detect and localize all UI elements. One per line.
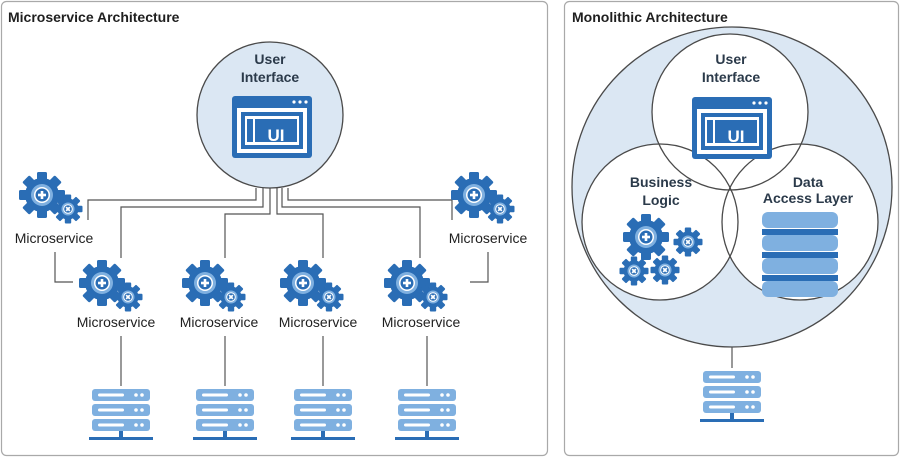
ui-badge-text: UI	[268, 126, 285, 145]
panel-title: Monolithic Architecture	[572, 9, 728, 25]
microservice-label: Microservice	[77, 314, 156, 330]
microservice-node-top-left: Microservice	[15, 172, 94, 246]
microservice-node-3: Microservice	[279, 260, 358, 330]
ui-node-label-line1: User	[254, 51, 286, 67]
microservice-node-4: Microservice	[382, 260, 461, 330]
ui-layer-label-line2: Interface	[702, 69, 761, 85]
business-logic-label-line1: Business	[630, 174, 692, 190]
business-logic-layer	[581, 143, 739, 301]
microservice-label: Microservice	[15, 230, 94, 246]
venn-outlines	[581, 33, 879, 301]
ui-node-label-line2: Interface	[241, 69, 300, 85]
business-logic-label-line2: Logic	[642, 192, 680, 208]
microservice-label: Microservice	[279, 314, 358, 330]
panel-frame	[0, 0, 549, 457]
microservice-node-1: Microservice	[77, 260, 156, 330]
microservice-label: Microservice	[382, 314, 461, 330]
microservice-node-top-right: Microservice	[449, 172, 528, 246]
data-access-label-line2: Access Layer	[763, 190, 854, 206]
microservice-label: Microservice	[180, 314, 259, 330]
monolithic-panel: Monolithic Architecture User Interface U…	[563, 0, 900, 457]
microservice-node-2: Microservice	[180, 260, 259, 330]
user-interface-layer	[651, 33, 809, 191]
microservice-label: Microservice	[449, 230, 528, 246]
microservice-panel: Microservice Architecture User Interface…	[0, 0, 549, 457]
panel-title: Microservice Architecture	[8, 9, 180, 25]
data-access-label-line1: Data	[793, 174, 824, 190]
ui-badge-text: UI	[728, 127, 745, 146]
database-icon	[762, 212, 838, 297]
data-access-layer	[721, 143, 879, 301]
connector-lines	[54, 188, 489, 386]
ui-layer-label-line1: User	[715, 51, 747, 67]
